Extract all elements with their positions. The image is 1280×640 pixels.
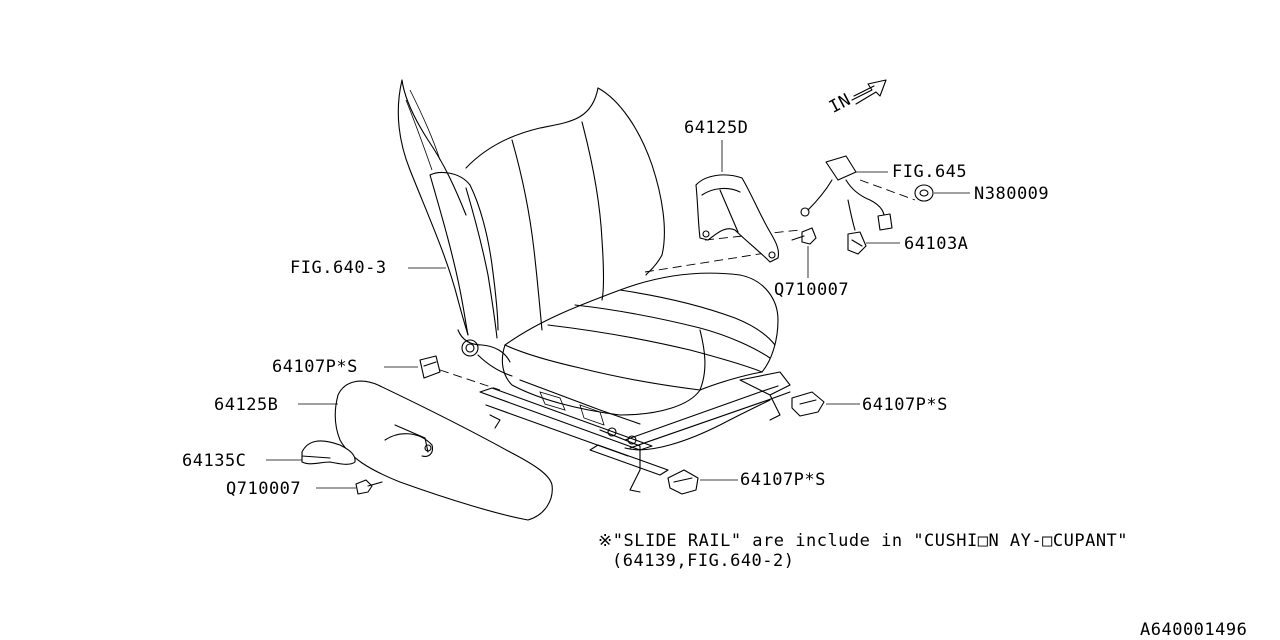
leader-lines [266, 140, 970, 489]
trim-cover-part [695, 174, 780, 263]
callout-64125D[interactable]: 64125D [684, 118, 749, 138]
note-line-2: (64139,FIG.640-2) [612, 551, 795, 571]
callout-64107PS-upper[interactable]: 64107P*S [272, 357, 358, 377]
screw-upper [791, 227, 817, 245]
side-cover-part [334, 380, 553, 521]
belt-buckle [800, 155, 893, 231]
callout-fig-640-3[interactable]: FIG.640-3 [290, 258, 387, 278]
callout-Q710007-upper[interactable]: Q710007 [774, 280, 850, 300]
callout-Q710007-lower[interactable]: Q710007 [226, 479, 302, 499]
seat-back [397, 79, 665, 377]
callout-64107PS-right[interactable]: 64107P*S [862, 395, 948, 415]
note-line-1: ※"SLIDE RAIL" are include in "CUSHI□N AY… [598, 531, 1129, 551]
callout-N380009[interactable]: N380009 [974, 184, 1050, 204]
screw-lower [355, 479, 383, 495]
connector-part [847, 231, 867, 255]
nut-part [914, 184, 934, 202]
seat-frame [479, 371, 791, 493]
callout-64103A[interactable]: 64103A [904, 234, 969, 254]
callout-64135C[interactable]: 64135C [182, 451, 247, 471]
callout-64107PS-lower[interactable]: 64107P*S [740, 470, 826, 490]
lever-part [301, 440, 356, 465]
callout-64125B[interactable]: 64125B [214, 395, 279, 415]
seat-cushion [501, 272, 779, 416]
clip-lower [667, 469, 699, 495]
diagram-code: A640001496 [1140, 620, 1248, 640]
clip-upper [419, 355, 441, 379]
clip-right [791, 391, 825, 417]
callout-fig-645[interactable]: FIG.645 [892, 162, 968, 182]
direction-arrow [851, 79, 887, 105]
